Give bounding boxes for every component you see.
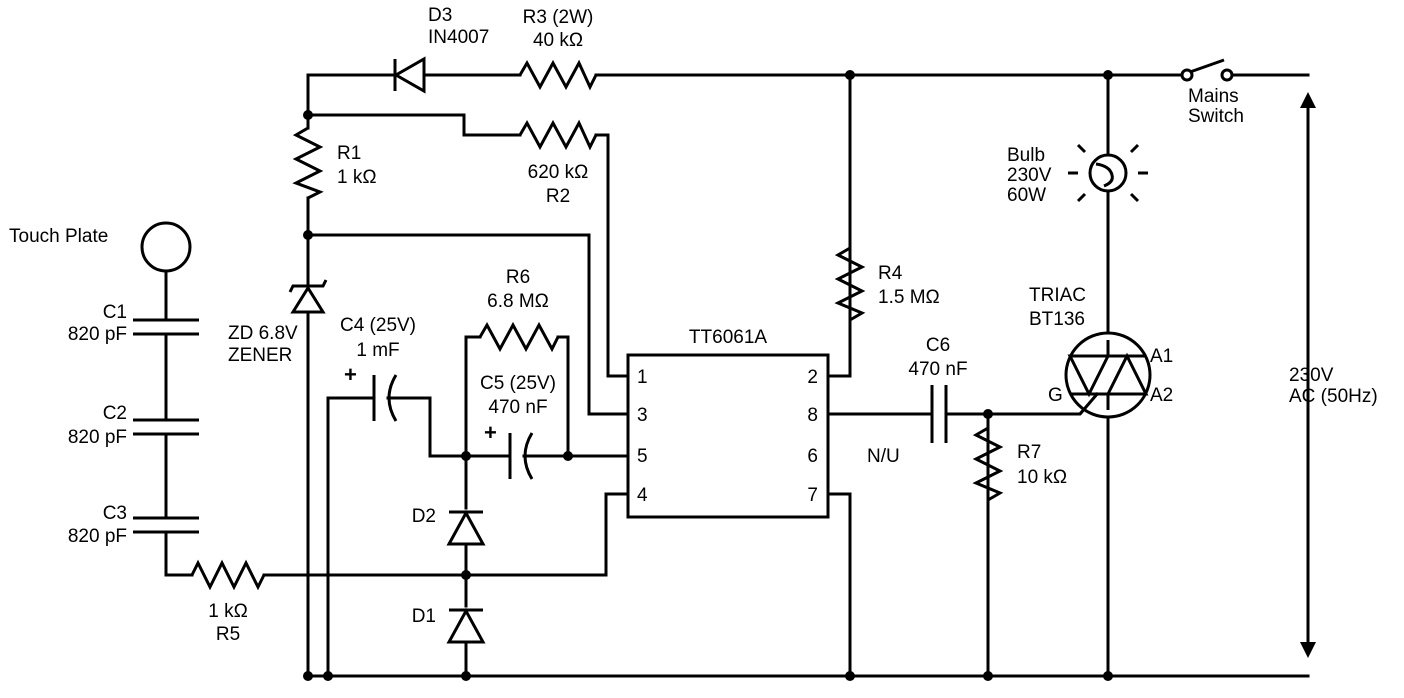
label-triac-name: TRIAC — [1029, 285, 1086, 306]
label-pin7: 7 — [807, 485, 818, 506]
label-d3-name: D3 — [428, 5, 452, 26]
capacitor-c1 — [133, 318, 199, 336]
label-nu: N/U — [867, 446, 900, 467]
label-pin2: 2 — [807, 367, 818, 388]
label-ac-l2: AC (50Hz) — [1289, 386, 1378, 407]
label-d3-value: IN4007 — [428, 27, 489, 48]
label-r2-value: 620 kΩ — [528, 162, 589, 183]
label-c1-value: 820 pF — [68, 324, 127, 345]
resistor-r7 — [972, 426, 1004, 502]
capacitor-c5 — [508, 432, 534, 480]
wire-r5-to-pin4 — [262, 492, 630, 577]
label-c2-value: 820 pF — [68, 427, 127, 448]
wire-node-to-pin3 — [306, 233, 630, 416]
label-d1-name: D1 — [412, 606, 436, 627]
label-c2-name: C2 — [103, 403, 127, 424]
label-bulb-l1: Bulb — [1007, 145, 1045, 166]
label-c3-value: 820 pF — [68, 526, 127, 547]
label-c4-plus: + — [344, 362, 357, 387]
label-pin5: 5 — [637, 446, 648, 467]
label-g: G — [1048, 385, 1063, 406]
label-c4-value: 1 mF — [356, 340, 399, 361]
label-triac-part: BT136 — [1029, 309, 1085, 330]
diode-d3 — [392, 56, 426, 94]
label-ac-l1: 230V — [1289, 365, 1334, 386]
capacitor-c2 — [133, 418, 199, 436]
diode-d1 — [446, 607, 486, 644]
mains-switch-symbol — [1180, 58, 1234, 82]
wire-c3-r5 — [164, 530, 194, 577]
resistor-r4 — [834, 246, 866, 322]
wires — [164, 73, 1310, 678]
label-r1-name: R1 — [337, 143, 361, 164]
bulb-symbol — [1068, 140, 1148, 206]
label-r1-value: 1 kΩ — [337, 167, 377, 188]
label-r2-name: R2 — [546, 186, 570, 207]
label-pin3: 3 — [637, 405, 648, 426]
label-r6-value: 6.8 MΩ — [487, 291, 549, 312]
label-r3-value: 40 kΩ — [533, 30, 583, 51]
wire-r6-right — [556, 335, 570, 458]
label-c5-name: C5 (25V) — [480, 373, 556, 394]
label-r7-name: R7 — [1017, 442, 1041, 463]
labels: Touch Plate C1 820 pF C2 820 pF C3 820 p… — [9, 5, 1378, 645]
label-pin8: 8 — [807, 405, 818, 426]
label-bulb-l3: 60W — [1007, 185, 1046, 206]
wire-c4-left — [326, 396, 376, 678]
resistor-r5 — [190, 559, 266, 591]
label-pin1: 1 — [637, 367, 648, 388]
label-bulb-l2: 230V — [1007, 165, 1052, 186]
label-touch-plate: Touch Plate — [9, 226, 108, 247]
resistor-r2 — [518, 119, 598, 151]
label-r3-name: R3 (2W) — [523, 7, 594, 28]
capacitor-c6 — [930, 385, 948, 443]
label-a1: A1 — [1150, 346, 1173, 367]
ic-tt6061a-body — [626, 353, 830, 519]
label-r4-name: R4 — [878, 263, 903, 284]
label-c5-plus: + — [484, 420, 497, 445]
capacitor-c4 — [372, 374, 398, 422]
label-c5-value: 470 nF — [488, 397, 547, 418]
label-d2-name: D2 — [412, 506, 436, 527]
triac-bt136 — [1064, 331, 1152, 419]
label-r5-name: R5 — [216, 624, 240, 645]
wire-r2-left — [306, 113, 522, 137]
capacitor-c3 — [133, 516, 199, 534]
label-c1-name: C1 — [103, 302, 127, 323]
wire-pin2-r4 — [826, 73, 852, 378]
label-c6-name: C6 — [926, 335, 950, 356]
touch-plate-symbol — [140, 221, 192, 273]
label-pin4: 4 — [637, 485, 648, 506]
label-zener-name: ZD 6.8V — [228, 323, 298, 344]
label-r6-name: R6 — [506, 267, 530, 288]
ac-voltage-arrows — [1300, 92, 1316, 658]
label-switch-l1: Mains — [1188, 86, 1239, 107]
resistor-r3 — [518, 59, 598, 91]
label-c6-value: 470 nF — [908, 359, 967, 380]
label-r7-value: 10 kΩ — [1017, 467, 1067, 488]
label-zener-type: ZENER — [228, 345, 292, 366]
wire-r2-to-pin1 — [594, 133, 630, 378]
label-a2: A2 — [1150, 385, 1173, 406]
label-c3-name: C3 — [103, 503, 127, 524]
zener-diode — [288, 279, 328, 314]
label-c4-name: C4 (25V) — [340, 315, 416, 336]
wire-pin7-gnd — [826, 492, 852, 678]
label-ic-name: TT6061A — [689, 327, 767, 348]
diode-d2 — [446, 509, 486, 546]
label-r5-value: 1 kΩ — [208, 601, 248, 622]
label-switch-l2: Switch — [1188, 106, 1244, 127]
junction-dots — [303, 70, 1113, 681]
label-r4-value: 1.5 MΩ — [878, 287, 940, 308]
resistor-r6 — [478, 321, 560, 353]
resistor-r1 — [292, 126, 324, 200]
label-pin6: 6 — [807, 446, 818, 467]
wire-r6 — [464, 335, 482, 458]
